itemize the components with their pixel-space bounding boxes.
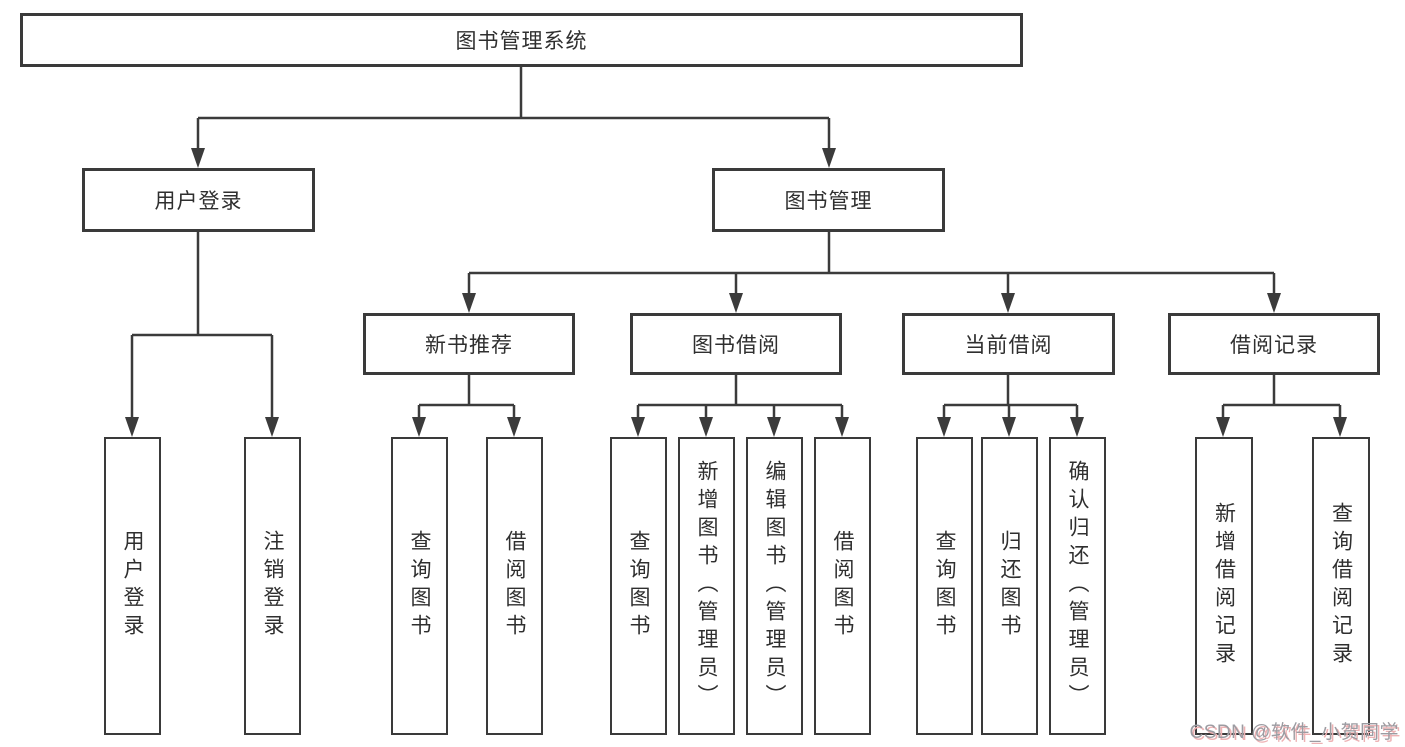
leaf-add-books-admin: 新增图书（管理员） xyxy=(678,437,735,735)
leaf-label: 新增图书（管理员） xyxy=(695,460,718,712)
leaf-edit-books-admin: 编辑图书（管理员） xyxy=(746,437,803,735)
leaf-borrow-books-recommend: 借阅图书 xyxy=(486,437,543,735)
leaf-label: 查询图书 xyxy=(408,530,431,642)
leaf-label: 用户登录 xyxy=(121,530,144,642)
arrowheads xyxy=(125,148,1347,437)
leaf-label: 编辑图书（管理员） xyxy=(763,460,786,712)
node-new-book-recommendation: 新书推荐 xyxy=(363,313,575,375)
node-label: 当前借阅 xyxy=(964,334,1053,357)
node-book-management: 图书管理 xyxy=(712,168,945,232)
leaf-return-books: 归还图书 xyxy=(981,437,1038,735)
leaf-label: 注销登录 xyxy=(261,530,284,642)
node-user-login: 用户登录 xyxy=(82,168,315,232)
csdn-watermark: CSDN @软件_小贺同学 xyxy=(1189,722,1399,743)
node-label: 借阅记录 xyxy=(1230,334,1318,357)
leaf-borrow-books: 借阅图书 xyxy=(814,437,871,735)
leaf-logout: 注销登录 xyxy=(244,437,301,735)
leaf-query-books-recommend: 查询图书 xyxy=(391,437,448,735)
leaf-query-books-current: 查询图书 xyxy=(916,437,973,735)
leaf-label: 确认归还（管理员） xyxy=(1066,460,1089,712)
node-borrowing-records: 借阅记录 xyxy=(1168,313,1380,375)
leaf-label: 借阅图书 xyxy=(503,530,526,642)
node-label: 新书推荐 xyxy=(425,334,513,357)
leaf-label: 查询图书 xyxy=(933,530,956,642)
leaf-user-login: 用户登录 xyxy=(104,437,161,735)
node-label: 图书管理 xyxy=(784,190,873,213)
leaf-label: 借阅图书 xyxy=(831,530,854,642)
leaf-confirm-return-admin: 确认归还（管理员） xyxy=(1049,437,1106,735)
leaf-label: 查询借阅记录 xyxy=(1329,502,1353,670)
node-current-borrowing: 当前借阅 xyxy=(902,313,1115,375)
leaf-add-borrow-record: 新增借阅记录 xyxy=(1195,437,1253,735)
leaf-label: 归还图书 xyxy=(998,530,1021,642)
leaf-label: 新增借阅记录 xyxy=(1212,502,1236,670)
node-book-borrowing: 图书借阅 xyxy=(630,313,842,375)
node-label: 用户登录 xyxy=(154,190,243,213)
node-library-management-system: 图书管理系统 xyxy=(20,13,1023,67)
node-label: 图书管理系统 xyxy=(455,30,588,53)
leaf-label: 查询图书 xyxy=(627,530,650,642)
node-label: 图书借阅 xyxy=(692,334,780,357)
leaf-query-books-borrow: 查询图书 xyxy=(610,437,667,735)
leaf-query-borrow-record: 查询借阅记录 xyxy=(1312,437,1370,735)
